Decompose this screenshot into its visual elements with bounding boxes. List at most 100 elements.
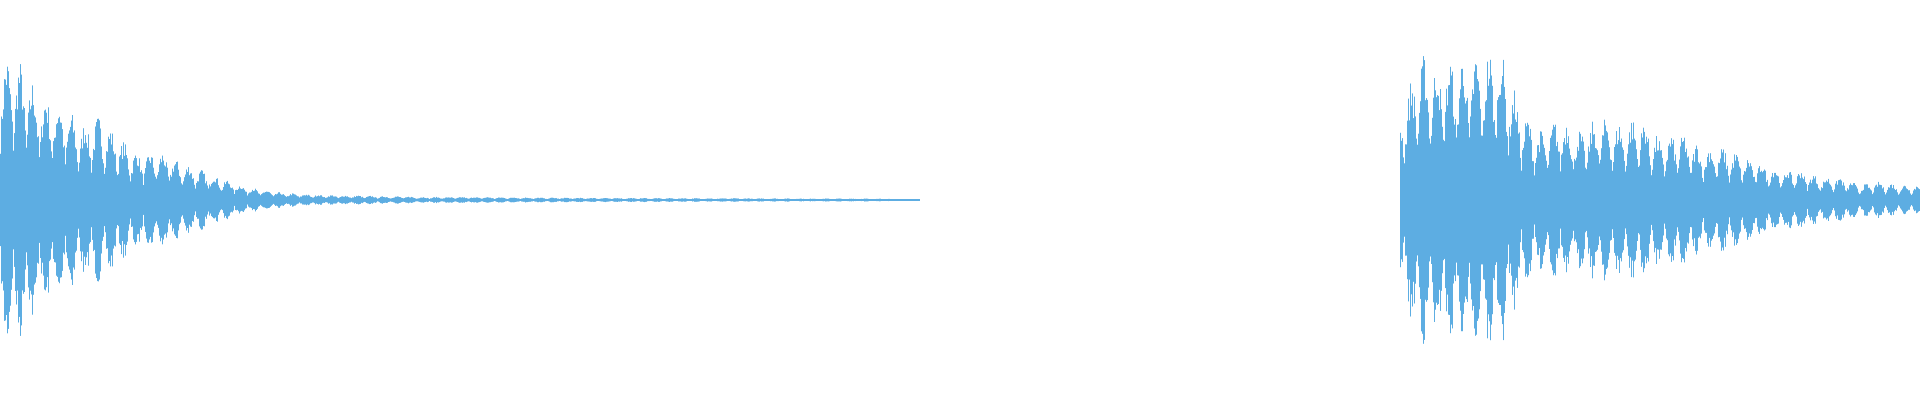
waveform-bar	[561, 198, 562, 202]
waveform-bar	[844, 199, 845, 201]
waveform-bar	[574, 198, 575, 202]
waveform-bar	[553, 197, 554, 203]
waveform-bar	[1619, 127, 1620, 273]
waveform-bar	[443, 198, 444, 202]
waveform-bar	[875, 199, 876, 201]
waveform-bar	[1509, 126, 1510, 274]
waveform-bar	[869, 199, 870, 201]
waveform-bar	[503, 197, 504, 203]
waveform-bar	[1676, 164, 1677, 236]
waveform-bar	[841, 198, 842, 202]
waveform-bar	[1583, 141, 1584, 259]
waveform-bar	[646, 198, 647, 202]
waveform-bar	[266, 191, 267, 209]
waveform-bar	[238, 188, 239, 212]
waveform-bar	[562, 198, 563, 202]
waveform-bar	[1826, 180, 1827, 220]
waveform-bar	[408, 196, 409, 204]
waveform-bar	[1811, 183, 1812, 217]
waveform-bar	[96, 122, 97, 278]
waveform-bar	[1490, 59, 1491, 341]
waveform-bar	[462, 197, 463, 203]
waveform-bar	[327, 197, 328, 203]
waveform-bar	[1536, 157, 1537, 243]
waveform-bar	[168, 176, 169, 224]
waveform-bar	[883, 199, 884, 201]
waveform-bar	[63, 147, 64, 253]
waveform-bar	[606, 198, 607, 202]
waveform-bar	[1571, 159, 1572, 241]
waveform-bar	[1501, 84, 1502, 316]
waveform-bar	[1653, 159, 1654, 242]
waveform-bar	[655, 198, 656, 202]
waveform-bar	[714, 199, 715, 201]
waveform-bar	[1551, 135, 1552, 265]
waveform-bar	[1405, 144, 1406, 256]
waveform-bar	[1692, 160, 1693, 240]
waveform-bar	[106, 151, 107, 249]
waveform-bar	[1861, 190, 1862, 210]
waveform-bar	[645, 198, 646, 202]
waveform-bar	[855, 198, 856, 202]
waveform-bar	[1499, 95, 1500, 305]
waveform-bar	[52, 158, 53, 243]
waveform-bar	[1474, 71, 1475, 329]
waveform-bar	[745, 198, 746, 202]
waveform-bar	[204, 173, 205, 227]
waveform-bar	[1907, 189, 1908, 211]
waveform-bar	[475, 197, 476, 203]
waveform-bar	[283, 194, 284, 206]
waveform-bar	[122, 159, 123, 241]
waveform-bar	[1710, 153, 1711, 247]
waveform-bar	[138, 166, 139, 234]
waveform-bar	[339, 197, 340, 203]
waveform-bar	[395, 196, 396, 204]
waveform-bar	[1840, 179, 1841, 221]
waveform-bar	[226, 181, 227, 219]
waveform-bar	[452, 197, 453, 203]
waveform-bar	[769, 199, 770, 201]
waveform-bar	[527, 197, 528, 203]
waveform-bar	[814, 198, 815, 202]
waveform-bar	[1818, 188, 1819, 212]
waveform-bar	[656, 198, 657, 202]
waveform-bar	[1476, 65, 1477, 335]
waveform-bar	[410, 197, 411, 203]
waveform-bar	[232, 187, 233, 213]
waveform-bar	[1594, 134, 1595, 266]
waveform-bar	[70, 126, 71, 274]
waveform-bar	[1892, 188, 1893, 212]
waveform-bar	[496, 198, 497, 202]
waveform-bar	[258, 193, 259, 207]
waveform-bar	[882, 199, 883, 201]
waveform-bar	[213, 181, 214, 219]
waveform-bar	[329, 196, 330, 204]
waveform-bar	[770, 198, 771, 202]
waveform-bar	[491, 198, 492, 202]
waveform-bar	[1424, 60, 1425, 340]
waveform-bar	[1808, 185, 1809, 215]
waveform-bar	[419, 198, 420, 202]
waveform-bar	[1429, 138, 1430, 262]
waveform-bar	[1483, 120, 1484, 280]
waveform-bar	[794, 199, 795, 201]
waveform-bar	[1538, 145, 1539, 256]
waveform-bar	[353, 197, 354, 203]
waveform-bar	[1618, 140, 1619, 260]
waveform-bar	[1702, 177, 1703, 223]
waveform-bar	[121, 146, 122, 255]
waveform-bar	[407, 197, 408, 203]
waveform-bar	[1639, 165, 1640, 235]
waveform-bar	[1762, 172, 1763, 228]
waveform-bar	[1755, 181, 1756, 219]
waveform-bar	[350, 197, 351, 203]
waveform-bar	[671, 198, 672, 202]
waveform-bar	[1426, 98, 1427, 302]
waveform-bar	[309, 195, 310, 205]
waveform-bar	[229, 184, 230, 216]
waveform-bar	[401, 197, 402, 203]
waveform-bar	[1573, 169, 1574, 231]
waveform-bar	[171, 176, 172, 224]
waveform-bar	[1542, 135, 1543, 265]
waveform-bar	[78, 171, 79, 229]
